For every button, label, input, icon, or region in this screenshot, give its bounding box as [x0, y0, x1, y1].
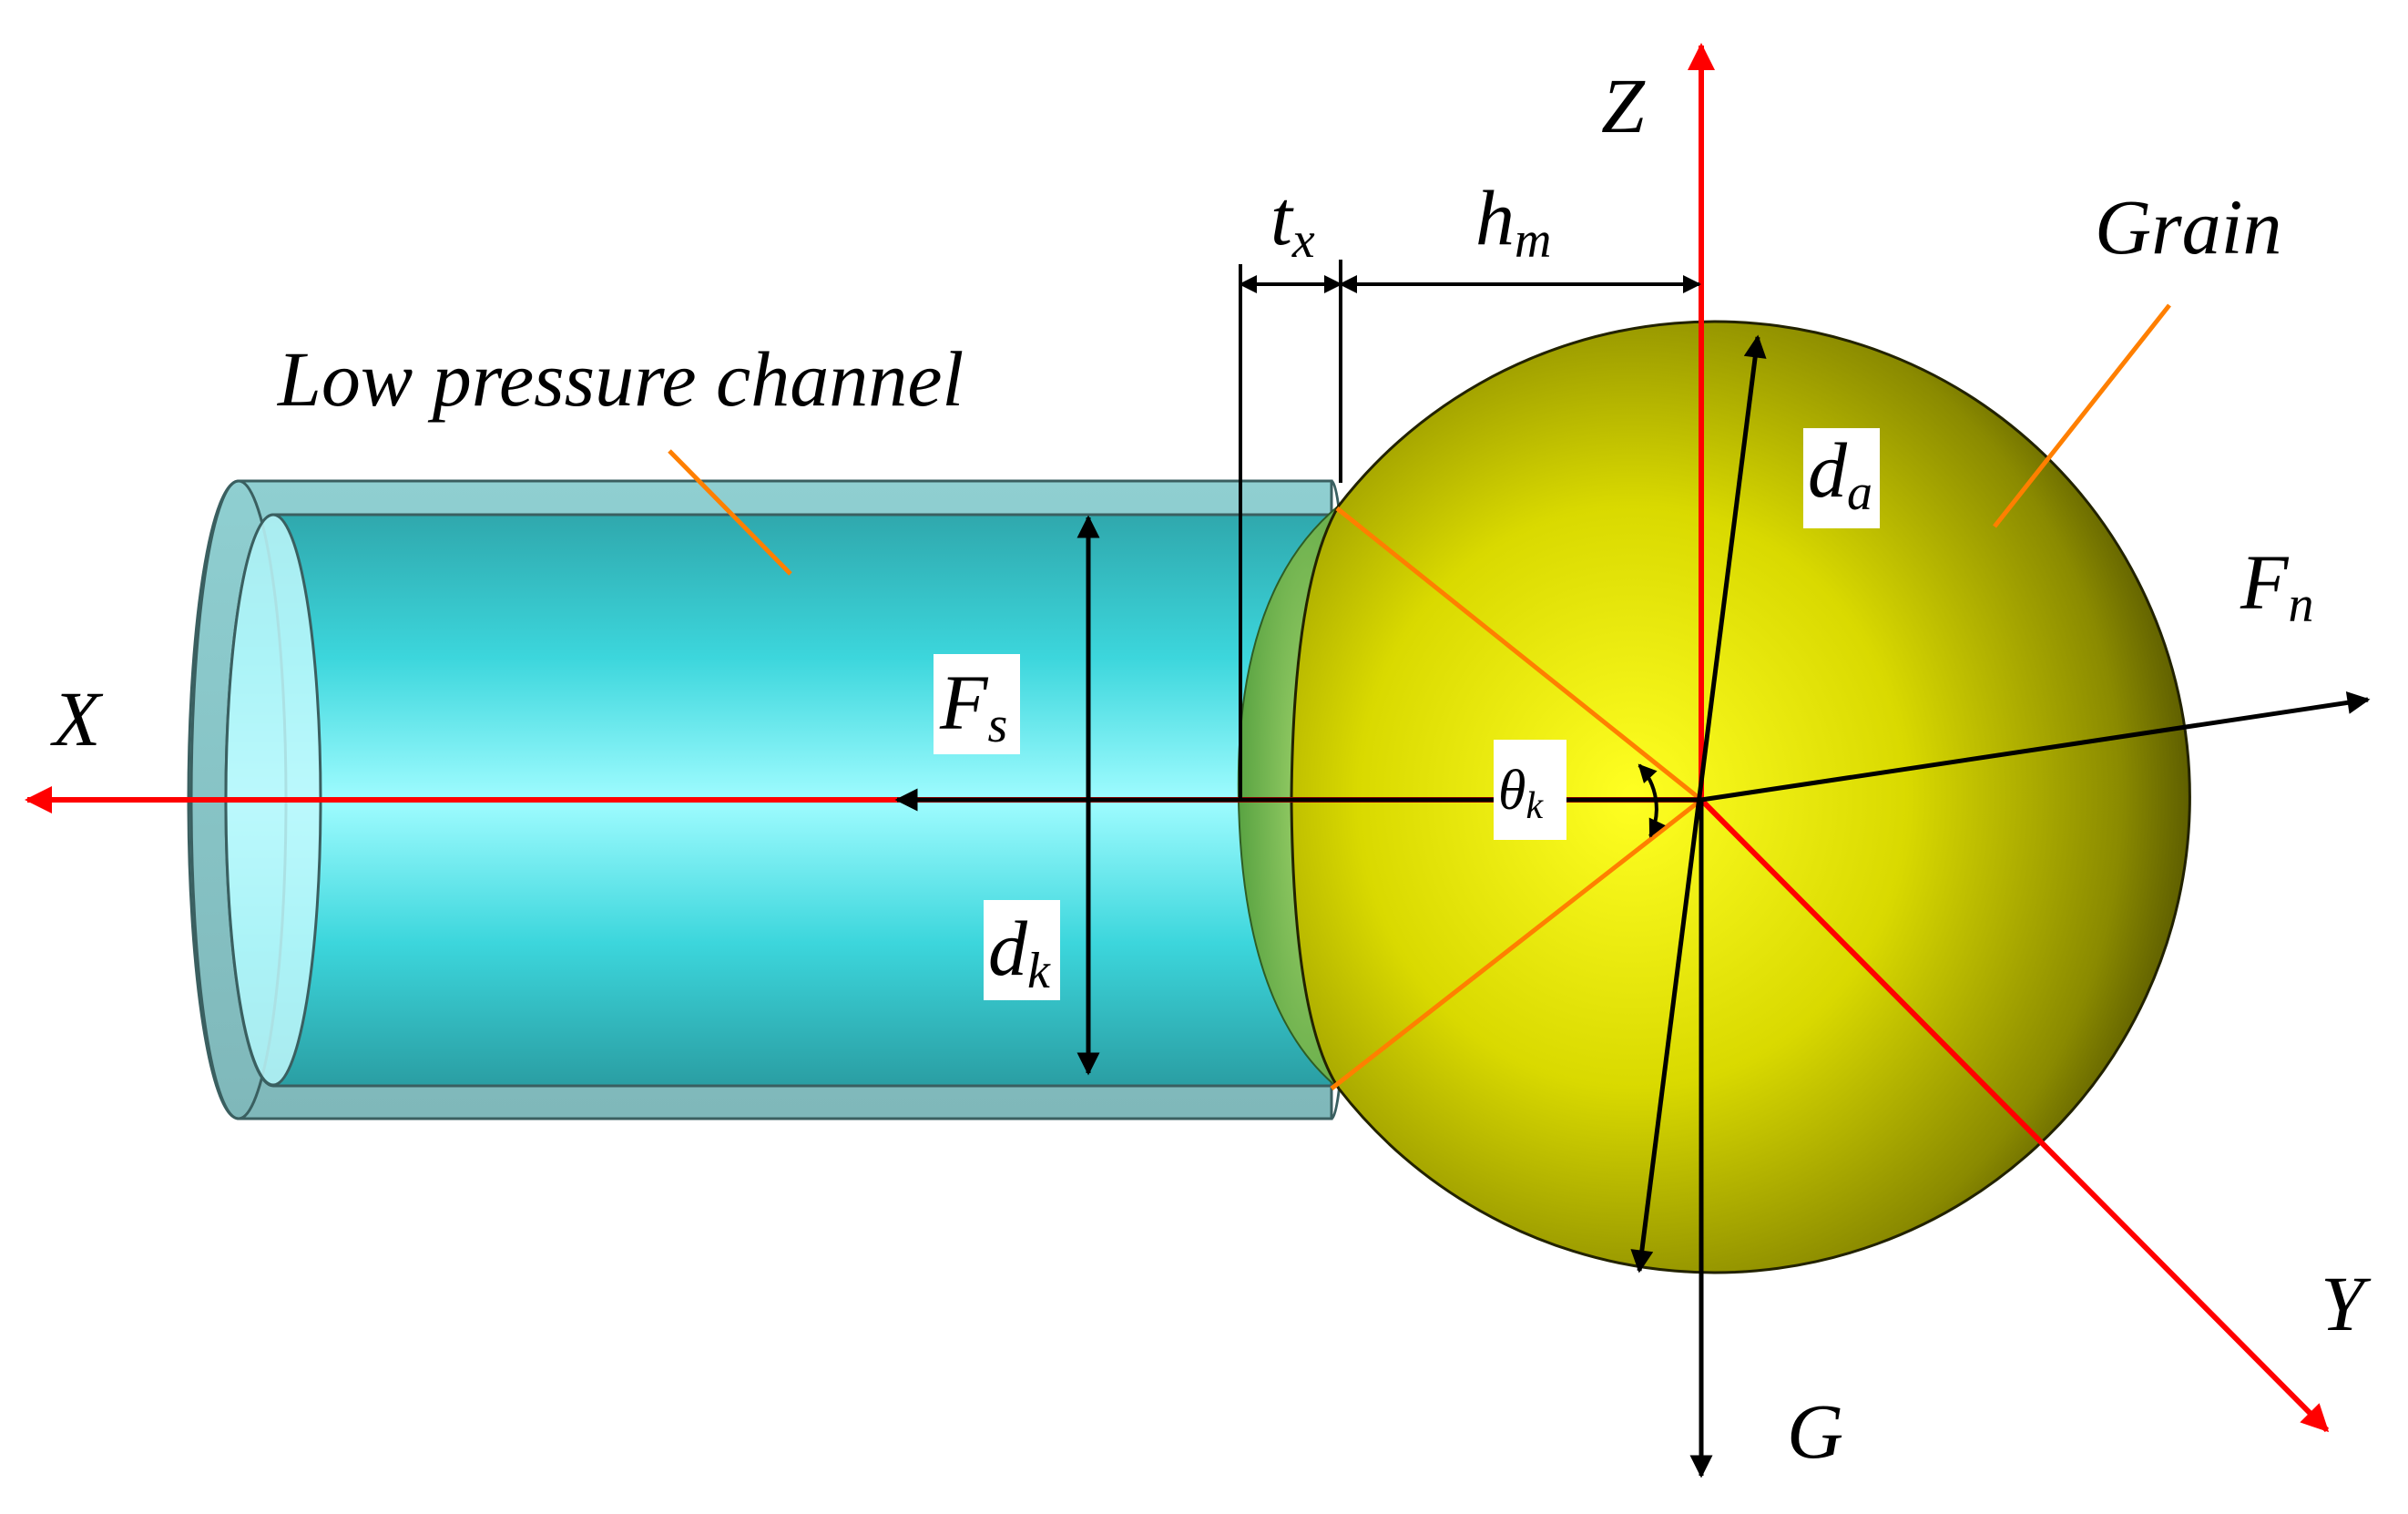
dk-label-box	[984, 900, 1060, 1000]
z-axis-label: Z	[1601, 62, 1646, 149]
low-pressure-channel-label: Low pressure channel	[276, 335, 964, 423]
grain-label: Grain	[2095, 183, 2281, 271]
theta-k-label: θk	[1498, 760, 1544, 827]
da-label-box	[1803, 428, 1880, 528]
grain-leader-line	[1993, 303, 2171, 528]
fs-label-box	[934, 654, 1020, 754]
gravity-label: G	[1787, 1387, 1843, 1475]
theta-k-arc	[1638, 763, 1666, 838]
tx-label: tx	[1270, 174, 1315, 269]
grain-diameter-arrow	[1630, 334, 1767, 1274]
dk-label: dk	[988, 905, 1051, 999]
fs-label: Fs	[939, 659, 1007, 753]
da-label: da	[1808, 426, 1872, 521]
y-axis	[1699, 797, 2330, 1433]
channel-leader-line	[668, 449, 792, 576]
theta-label-box	[1494, 740, 1566, 840]
fn-label: Fn	[2240, 538, 2314, 633]
y-axis-label: Y	[2321, 1260, 2372, 1347]
normal-force-arrow	[1700, 691, 2371, 803]
hm-label: hm	[1475, 174, 1551, 269]
x-axis-label: X	[50, 675, 104, 762]
